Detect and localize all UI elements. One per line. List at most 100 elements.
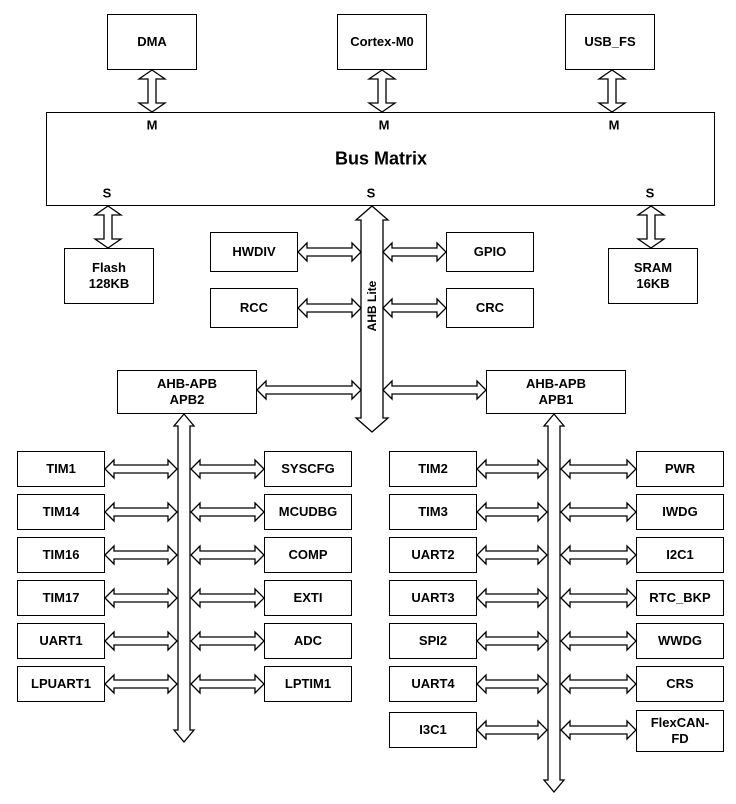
hwdiv-ahb-arrow (297, 241, 362, 263)
apb2-periph-label: COMP (288, 547, 328, 562)
gpio-label: GPIO (473, 244, 507, 259)
apb2-periph-uart1: UART1 (17, 623, 105, 659)
apb1-periph-wwdg: WWDG (636, 623, 724, 659)
apb1-left-arrow-0 (476, 458, 548, 480)
crc-block: CRC (446, 288, 534, 328)
apb2-periph-syscfg: SYSCFG (264, 451, 352, 487)
apb2-periph-lpuart1: LPUART1 (17, 666, 105, 702)
apb1-periph-i2c1: I2C1 (636, 537, 724, 573)
apb2-periph-label: TIM14 (42, 504, 80, 519)
apb1-periph-label: WWDG (657, 633, 703, 648)
apb1-periph-i3c1: I3C1 (389, 712, 477, 748)
apb2-periph-label: TIM17 (42, 590, 80, 605)
usb-bus-arrow (596, 69, 628, 113)
apb2-periph-label: ADC (293, 633, 323, 648)
gpio-ahb-arrow (382, 241, 447, 263)
usb-fs-block: USB_FS (565, 14, 655, 70)
flash-block: Flash 128KB (64, 248, 154, 304)
apb2-bridge-arrow (256, 379, 362, 401)
dma-block: DMA (107, 14, 197, 70)
slave-port-sram: S (645, 185, 655, 201)
apb1-periph-label: RTC_BKP (649, 590, 711, 605)
apb1-right-arrow-1 (560, 501, 637, 523)
apb2-left-arrow-0 (104, 458, 178, 480)
sram-block: SRAM 16KB (608, 248, 698, 304)
apb1-bridge-block: AHB-APB APB1 (486, 370, 626, 414)
apb1-periph-rtc-bkp: RTC_BKP (636, 580, 724, 616)
apb2-bus-arrow (172, 412, 196, 744)
apb1-bridge-line2: APB1 (538, 392, 574, 407)
apb1-bridge-arrow (382, 379, 487, 401)
apb2-left-arrow-2 (104, 544, 178, 566)
master-port-dma: M (146, 117, 158, 133)
apb1-right-arrow-5 (560, 673, 637, 695)
apb2-bridge-line1: AHB-APB (157, 376, 217, 391)
apb1-periph-label: UART3 (411, 590, 455, 605)
apb2-periph-tim16: TIM16 (17, 537, 105, 573)
apb1-periph-label: UART2 (411, 547, 455, 562)
usb-fs-label: USB_FS (584, 34, 636, 49)
apb2-left-arrow-5 (104, 673, 178, 695)
apb1-periph-label: IWDG (662, 504, 698, 519)
apb2-bridge-block: AHB-APB APB2 (117, 370, 257, 414)
slave-port-flash: S (102, 185, 112, 201)
hwdiv-label: HWDIV (232, 244, 276, 259)
bus-matrix-block (46, 112, 715, 206)
apb1-bus-arrow (542, 412, 566, 794)
apb1-left-arrow-2 (476, 544, 548, 566)
apb2-left-arrow-1 (104, 501, 178, 523)
apb1-right-arrow-4 (560, 630, 637, 652)
apb1-periph-flexcan-fd: FlexCAN- FD (636, 710, 724, 752)
apb2-left-arrow-4 (104, 630, 178, 652)
apb1-periph-label: I3C1 (419, 722, 447, 737)
flash-label: Flash (92, 260, 126, 275)
apb1-left-arrow-1 (476, 501, 548, 523)
apb1-periph-label: I2C1 (666, 547, 694, 562)
apb1-periph-crs: CRS (636, 666, 724, 702)
apb1-periph-uart3: UART3 (389, 580, 477, 616)
sram-bus-arrow (635, 205, 667, 249)
apb1-right-arrow-0 (560, 458, 637, 480)
apb1-periph-pwr: PWR (636, 451, 724, 487)
apb2-periph-label: LPUART1 (31, 676, 91, 691)
apb2-right-arrow-3 (190, 587, 265, 609)
flexcan-label-line2: FD (671, 731, 689, 746)
master-port-usb: M (608, 117, 620, 133)
apb1-periph-label: TIM2 (418, 461, 448, 476)
apb2-periph-label: LPTIM1 (284, 676, 332, 691)
rcc-ahb-arrow (297, 297, 362, 319)
dma-bus-arrow (136, 69, 168, 113)
apb1-periph-iwdg: IWDG (636, 494, 724, 530)
apb2-periph-adc: ADC (264, 623, 352, 659)
cortex-m0-block: Cortex-M0 (337, 14, 427, 70)
apb2-periph-label: TIM16 (42, 547, 80, 562)
apb1-periph-uart4: UART4 (389, 666, 477, 702)
apb2-periph-lptim1: LPTIM1 (264, 666, 352, 702)
apb2-right-arrow-1 (190, 501, 265, 523)
apb2-periph-comp: COMP (264, 537, 352, 573)
apb1-periph-label: SPI2 (418, 633, 448, 648)
apb2-right-arrow-2 (190, 544, 265, 566)
sram-label: SRAM (633, 260, 673, 275)
apb1-periph-label: TIM3 (418, 504, 448, 519)
dma-label: DMA (137, 34, 167, 49)
apb1-right-arrow-2 (560, 544, 637, 566)
cortex-bus-arrow (366, 69, 398, 113)
rcc-label: RCC (239, 300, 269, 315)
apb2-periph-label: SYSCFG (281, 461, 335, 476)
ahb-lite-bus-arrow (354, 205, 390, 433)
flash-size: 128KB (88, 276, 130, 291)
apb1-left-arrow-3 (476, 587, 548, 609)
apb1-periph-label: UART4 (411, 676, 455, 691)
apb1-periph-tim2: TIM2 (389, 451, 477, 487)
crc-ahb-arrow (382, 297, 447, 319)
crc-label: CRC (475, 300, 505, 315)
hwdiv-block: HWDIV (210, 232, 298, 272)
flexcan-label-line1: FlexCAN- (650, 715, 710, 730)
apb2-periph-tim14: TIM14 (17, 494, 105, 530)
apb2-right-arrow-4 (190, 630, 265, 652)
apb1-right-arrow-3 (560, 587, 637, 609)
apb1-periph-label: CRS (666, 676, 694, 691)
apb2-right-arrow-5 (190, 673, 265, 695)
